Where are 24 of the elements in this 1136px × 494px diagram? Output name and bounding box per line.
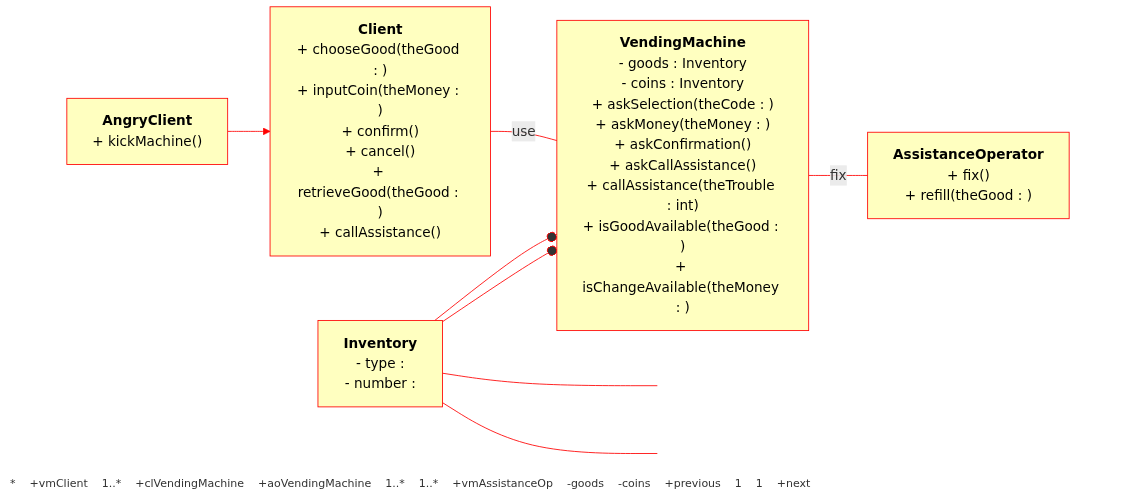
connector [442, 402, 658, 454]
node-box: Inventory - type : - number : [317, 320, 443, 408]
role-label: * [10, 477, 16, 490]
role-label: -goods [566, 477, 605, 490]
role-label: +aoVendingMachine [258, 477, 372, 490]
role-label: +vmClient [29, 477, 88, 490]
role-label: 1 [734, 477, 742, 490]
node-box: AngryClient + kickMachine() [66, 97, 229, 165]
role-label: 1..* [385, 477, 405, 490]
node-box: AssistanceOperator + fix() + refill(theGood : ) [867, 131, 1070, 220]
node-box: VendingMachine - goods : Inventory - coins : Inventory + askSelection(theCode : ) + askMoney(theMoney : ) + askConfirmation() + askCallAssistance() + callAssistance(theTrouble : int) + isGoodAvailable(theGood : ) + isChangeAvailable(theMoney : ) [556, 19, 810, 331]
connector [442, 372, 658, 387]
role-label: 1 [755, 477, 763, 490]
connector [808, 175, 869, 176]
edge-label: fix [829, 166, 847, 184]
node-box: Client + chooseGood(theGood : ) + inputCoin(theMoney : ) + confirm() + cancel() + retrieveGood(theGood : ) + callAssistance() [269, 6, 491, 257]
role-label: -coins [618, 477, 651, 490]
role-label: +clVendingMachine [135, 477, 245, 490]
edge-label: use [511, 122, 536, 140]
role-label: +previous [664, 477, 721, 490]
role-label: +vmAssistanceOp [452, 477, 553, 490]
role-label: 1..* [101, 477, 122, 490]
role-label: 1..* [418, 477, 439, 490]
role-label: +next [776, 477, 811, 490]
